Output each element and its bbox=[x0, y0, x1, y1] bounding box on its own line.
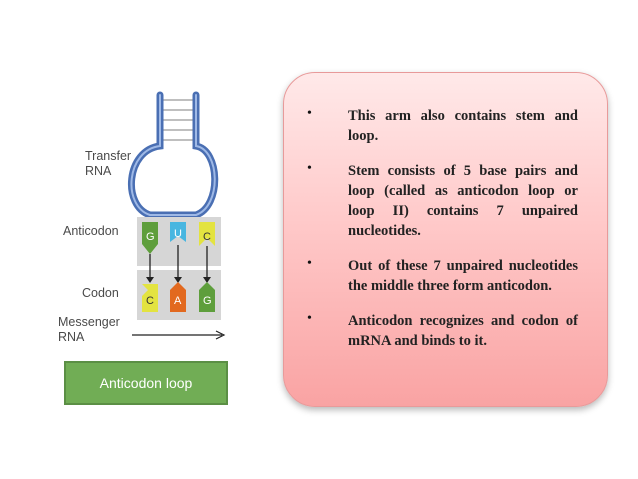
bullet-item: • This arm also contains stem and loop. bbox=[284, 106, 607, 146]
bullet-text: This arm also contains stem and loop. bbox=[348, 108, 578, 144]
anticodon-label: Anticodon bbox=[63, 224, 119, 238]
codon-base-a: A bbox=[170, 282, 186, 312]
anticodon-loop-caption: Anticodon loop bbox=[64, 361, 228, 405]
svg-text:C: C bbox=[203, 231, 211, 243]
trna-codon-diagram: Transfer RNA Anticodon Codon Messenger R… bbox=[58, 91, 226, 344]
info-card: • This arm also contains stem and loop. … bbox=[283, 72, 608, 407]
anticodon-base-u: U bbox=[170, 222, 186, 242]
anticodon-base-c: C bbox=[199, 222, 215, 246]
bullet-text: Anticodon recognizes and codon of mRNA a… bbox=[348, 313, 578, 349]
messenger-label: Messenger bbox=[58, 315, 120, 329]
bullet-marker: • bbox=[307, 311, 312, 326]
rna-label: RNA bbox=[85, 164, 112, 178]
bullet-text: Out of these 7 unpaired nucleotides the … bbox=[348, 258, 578, 294]
trna-strand bbox=[127, 91, 219, 219]
trna-strand-highlight bbox=[130, 94, 216, 216]
svg-text:C: C bbox=[146, 295, 154, 307]
codon-label: Codon bbox=[82, 286, 119, 300]
bullet-item: • Out of these 7 unpaired nucleotides th… bbox=[284, 256, 607, 296]
bullet-list: • This arm also contains stem and loop. … bbox=[284, 106, 607, 366]
svg-text:U: U bbox=[174, 228, 182, 240]
bullet-marker: • bbox=[307, 106, 312, 121]
svg-text:A: A bbox=[174, 295, 182, 307]
bullet-marker: • bbox=[307, 256, 312, 271]
caption-text: Anticodon loop bbox=[99, 375, 193, 391]
transfer-label: Transfer bbox=[85, 149, 131, 163]
svg-text:G: G bbox=[146, 231, 155, 243]
anticodon-base-g: G bbox=[142, 222, 158, 254]
bullet-text: Stem consists of 5 base pairs and loop (… bbox=[348, 163, 578, 239]
codon-base-c: C bbox=[142, 284, 158, 312]
bullet-marker: • bbox=[307, 161, 312, 176]
stem-base-pairs bbox=[163, 99, 193, 141]
bullet-item: • Anticodon recognizes and codon of mRNA… bbox=[284, 311, 607, 351]
bullet-item: • Stem consists of 5 base pairs and loop… bbox=[284, 161, 607, 241]
pairing-arrows bbox=[146, 245, 211, 283]
messenger-rna-label: RNA bbox=[58, 330, 85, 344]
svg-text:G: G bbox=[203, 295, 212, 307]
codon-base-g: G bbox=[199, 282, 215, 312]
mrna-direction-arrow bbox=[215, 330, 226, 340]
